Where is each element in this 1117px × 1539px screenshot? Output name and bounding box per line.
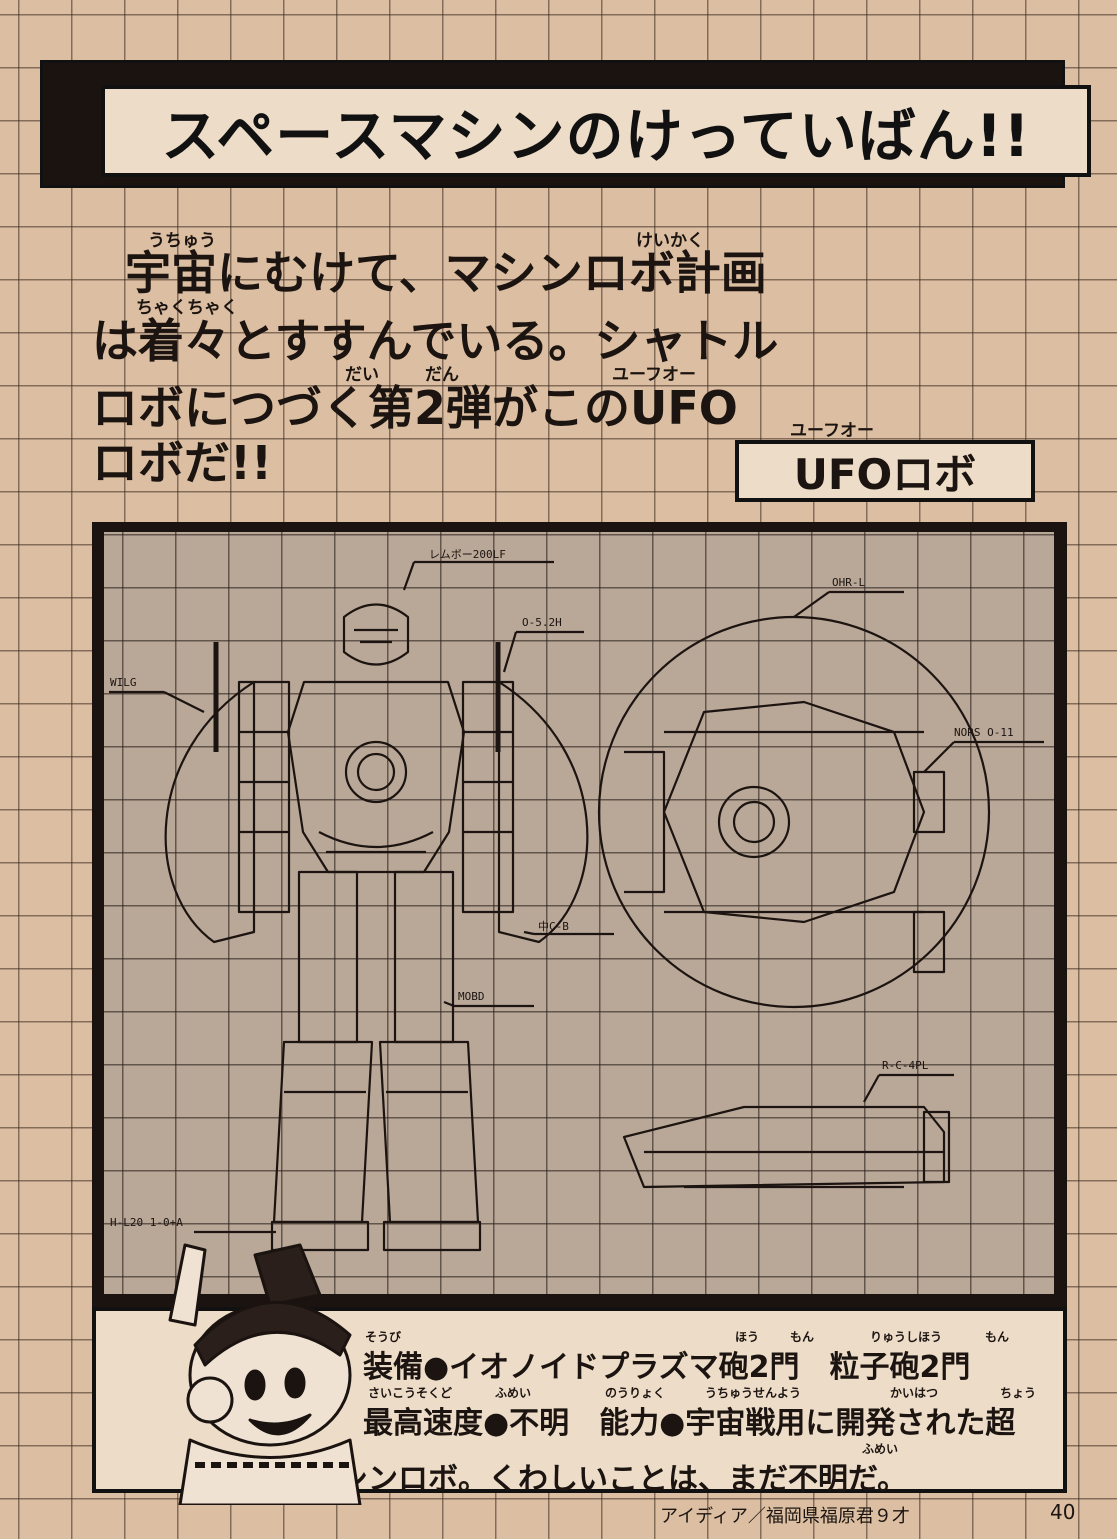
right-leg bbox=[393, 870, 455, 1044]
right-foot bbox=[382, 1220, 482, 1252]
label-thruster: NORS O-11 bbox=[954, 726, 1014, 739]
left-leg bbox=[297, 870, 359, 1044]
mascot-kid-illustration bbox=[168, 1243, 362, 1505]
ruby-ufo: ユーフオー bbox=[612, 365, 696, 385]
chest-core bbox=[344, 740, 408, 804]
label-disc-top: OHR-L bbox=[832, 576, 866, 589]
ufo-side-view bbox=[622, 1105, 946, 1189]
spec-line-1: 装備●イオノイドプラズマ砲2門 粒子砲2門 bbox=[363, 1350, 971, 1385]
title-box: スペースマシンのけっていばん!! bbox=[101, 85, 1091, 177]
thruster-top bbox=[912, 770, 946, 834]
page-number: 40 bbox=[1050, 1500, 1076, 1524]
robot-name-label: UFOロボ bbox=[735, 440, 1035, 502]
intro-line-4: ロボだ!! bbox=[92, 436, 272, 490]
ruby-uchuusenyou: うちゅうせんよう bbox=[705, 1386, 802, 1400]
spec-line-2: 最高速度●不明 能力●宇宙戦用に開発された超 bbox=[363, 1406, 1016, 1441]
label-leg: MOBD bbox=[458, 990, 485, 1003]
page-title: スペースマシンのけっていばん!! bbox=[161, 102, 1031, 170]
ruby-ryuushihou: りゅうしほう bbox=[870, 1330, 943, 1344]
ruby-kaihatsu: かいはつ bbox=[890, 1386, 939, 1400]
label-head: レムボー200LF bbox=[429, 548, 506, 561]
ufo-top-core bbox=[717, 785, 791, 859]
ufo-top-disc bbox=[597, 615, 991, 1009]
right-arm bbox=[461, 680, 515, 914]
ruby-saikousokudo: さいこうそくど bbox=[368, 1386, 453, 1400]
robot-name-ruby: ユーフオー bbox=[790, 421, 874, 441]
ruby-mon-1: もん bbox=[790, 1330, 815, 1344]
ruby-dan: だん bbox=[425, 365, 459, 385]
robot-blueprint-drawing bbox=[109, 560, 1044, 1252]
label-foot: H-L20 1-0+A bbox=[110, 1216, 183, 1229]
robot-torso bbox=[286, 680, 466, 874]
blueprint-illustration: レムボー200LF O-5.2H WILG OHR-L NORS O-11 中C… bbox=[104, 532, 1054, 1294]
idea-credit: アイディア／福岡県福原君９才 bbox=[660, 1506, 910, 1527]
ruby-keikaku: けいかく bbox=[636, 231, 704, 251]
ruby-soubi: そうび bbox=[365, 1330, 402, 1344]
intro-line-1: 宇宙にむけて、マシンロボ計画 bbox=[125, 246, 767, 300]
ruby-chou: ちょう bbox=[1000, 1386, 1037, 1400]
ruby-nouryoku: のうりょく bbox=[605, 1386, 666, 1400]
thruster-bottom bbox=[912, 910, 946, 974]
left-wing-disc bbox=[164, 680, 256, 944]
title-banner: スペースマシンのけっていばん!! bbox=[40, 60, 1091, 188]
spec-line-3: マシンロボ。くわしいことは、まだ不明だ。 bbox=[308, 1462, 908, 1497]
ruby-mon-2: もん bbox=[985, 1330, 1010, 1344]
intro-line-2: は着々とすすんでいる。シャトル bbox=[92, 314, 779, 368]
ruby-chakuchaku: ちゃくちゃく bbox=[136, 298, 238, 318]
intro-line-3: ロボにつづく第2弾がこのUFO bbox=[92, 381, 738, 435]
label-side-view: R-C-4PL bbox=[882, 1059, 929, 1072]
ruby-fumei-1: ふめい bbox=[495, 1386, 532, 1400]
label-antenna: O-5.2H bbox=[522, 616, 562, 629]
label-wing: WILG bbox=[110, 676, 137, 689]
robot-head bbox=[342, 603, 410, 666]
ruby-dai: だい bbox=[345, 365, 379, 385]
label-mid: 中C-B bbox=[538, 920, 569, 933]
left-foot bbox=[270, 1220, 370, 1252]
ruby-uchuu: うちゅう bbox=[148, 231, 216, 251]
ruby-fumei-2: ふめい bbox=[862, 1442, 899, 1456]
left-arm bbox=[237, 680, 291, 914]
ruby-hou: ほう bbox=[735, 1330, 760, 1344]
